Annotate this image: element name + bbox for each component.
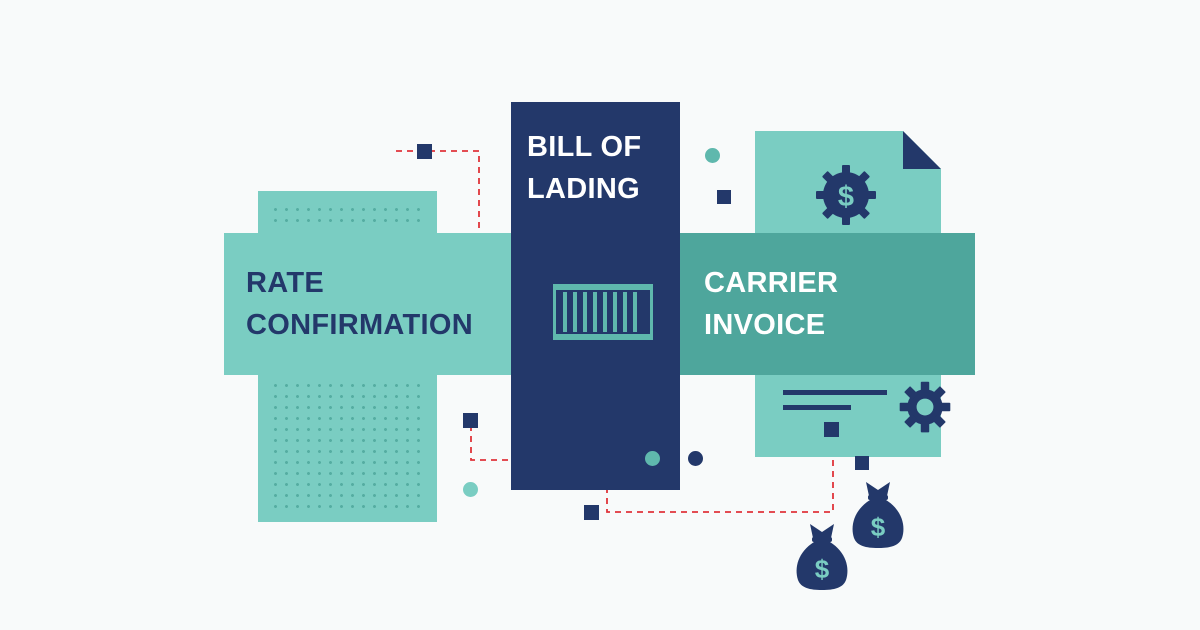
document-fold-corner: [903, 131, 941, 169]
carrier-invoice-band: [680, 233, 975, 375]
invoice-label-line1: CARRIER: [704, 267, 839, 299]
money-bag-icon-large: $: [796, 524, 848, 590]
dot-marker-teal-top: [705, 148, 720, 163]
rate-label-line2: CONFIRMATION: [246, 309, 473, 341]
bol-label-line1: BILL OF: [527, 131, 642, 163]
svg-text:$: $: [815, 554, 830, 584]
dot-pattern-bottom: [270, 380, 425, 508]
square-marker-top: [417, 144, 432, 159]
rate-confirmation-label: RATE CONFIRMATION: [246, 262, 473, 346]
gear-icon: [899, 381, 951, 433]
money-bag-icon: $: [852, 482, 904, 548]
rate-confirmation-band: [224, 233, 530, 375]
dot-marker-navy: [688, 451, 703, 466]
dollar-gear-icon: $: [816, 165, 876, 225]
svg-text:$: $: [838, 181, 854, 213]
square-marker-right: [717, 190, 731, 204]
carrier-invoice-label: CARRIER INVOICE: [704, 262, 838, 346]
dot-marker-teal-mid: [645, 451, 660, 466]
bill-of-lading-label: BILL OF LADING: [527, 126, 641, 210]
square-marker-invoice: [824, 422, 839, 437]
square-marker-bottom: [584, 505, 599, 520]
rate-label-line1: RATE: [246, 267, 324, 299]
svg-text:$: $: [871, 512, 886, 542]
bol-label-line2: LADING: [527, 173, 640, 205]
dot-marker-teal-left: [463, 482, 478, 497]
square-marker-left-bottom: [463, 413, 478, 428]
invoice-text-line-2: [783, 405, 851, 410]
dot-pattern-top: [270, 204, 425, 230]
invoice-text-line-1: [783, 390, 887, 395]
container-icon: [553, 284, 653, 340]
square-marker-bag: [855, 456, 869, 470]
invoice-label-line2: INVOICE: [704, 309, 826, 341]
